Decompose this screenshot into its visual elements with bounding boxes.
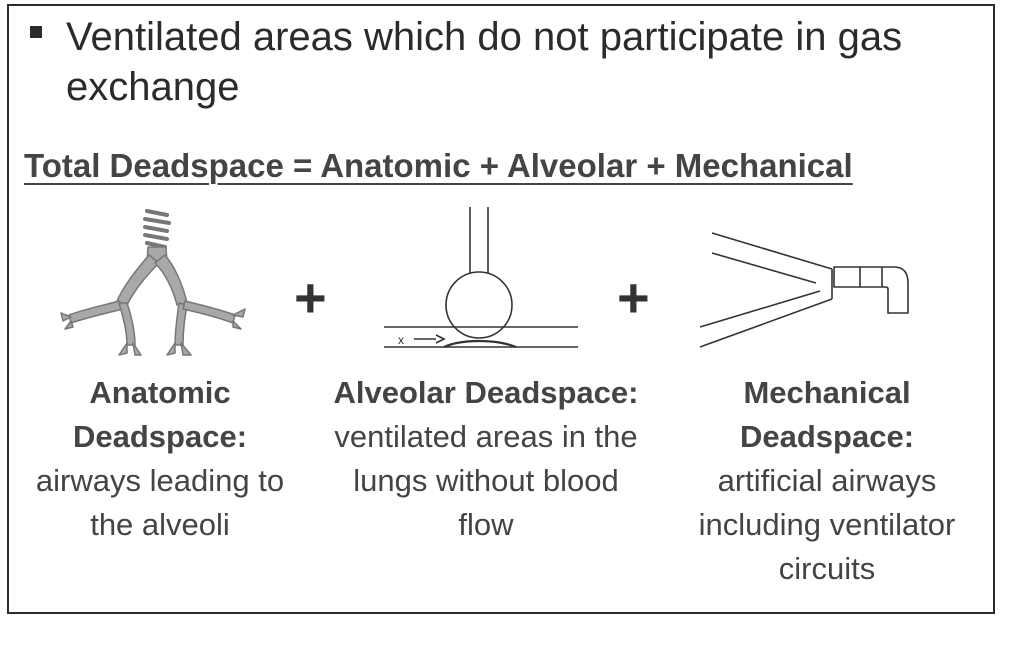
mechanical-title: Mechanical Deadspace: <box>739 375 915 454</box>
plus-sign-2: + <box>617 266 650 329</box>
anatomic-label: Anatomic Deadspace: airways leading to t… <box>20 371 300 547</box>
plus-sign-1: + <box>294 266 327 329</box>
mechanical-label: Mechanical Deadspace: artificial airways… <box>668 371 986 591</box>
alveolar-description: ventilated areas in the lungs without bl… <box>334 419 638 542</box>
alveolus-capillary-icon: x <box>384 207 578 349</box>
airway-tree-icon <box>60 209 246 356</box>
anatomic-title: Anatomic Deadspace: <box>72 375 248 454</box>
mechanical-description: artificial airways including ventilator … <box>698 463 956 586</box>
ventilator-circuit-icon <box>699 232 909 348</box>
deadspace-equation: Total Deadspace = Anatomic + Alveolar + … <box>24 147 853 184</box>
alveolar-label: Alveolar Deadspace: ventilated areas in … <box>328 371 644 547</box>
bullet-text: Ventilated areas which do not participat… <box>66 15 903 109</box>
alveolar-title: Alveolar Deadspace: <box>333 375 639 410</box>
anatomic-description: airways leading to the alveoli <box>35 463 285 542</box>
slide-frame <box>7 4 995 614</box>
bullet-square-icon <box>30 26 42 38</box>
flow-marker-label: x <box>398 333 404 347</box>
